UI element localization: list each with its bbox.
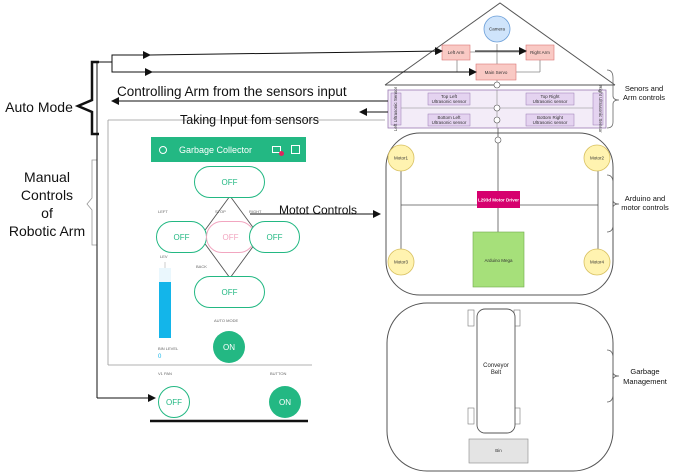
bottom-right-sensor-label-2: Ultrasonic sensor (533, 120, 568, 125)
arduino-section: Motor1 Motor2 Motor3 Motor4 L293d Motor … (385, 128, 614, 296)
motor1-node (387, 144, 415, 172)
top-right-sensor-label-2: Ultrasonic sensor (533, 99, 568, 104)
main-servo-label: Main Servo (485, 70, 508, 75)
taking-input-label: Taking Input fom sensors (180, 113, 319, 127)
left-side-sensor-node (390, 92, 402, 126)
sensors-section: Camera Left Arm Right Arm Main Servo Top… (384, 2, 616, 133)
motor4-label: Motor4 (590, 260, 605, 265)
garbage-section-label-2: Management (623, 377, 668, 386)
right-side-sensor-node (592, 92, 604, 126)
bottom-left-sensor-label-1: Bottom Left (437, 115, 461, 120)
top-right-sensor-label-1: Top Right (540, 94, 560, 99)
manual-controls-brace (86, 159, 97, 246)
device-icon[interactable] (272, 146, 284, 156)
motor-driver-node (477, 191, 520, 208)
right-arm-label: Right Arm (530, 50, 550, 55)
right-side-sensor-label: Right Ultrasonic Sensor (598, 85, 603, 133)
manual-controls-label-3: of (41, 205, 53, 221)
level-label: LEV (160, 254, 168, 259)
conveyor-node (476, 308, 516, 434)
phone-frame (107, 119, 385, 366)
app-title: Garbage Collector (179, 144, 253, 155)
left-label: LEFT (158, 209, 168, 214)
motor-controls-label: Motot Controls (279, 203, 357, 217)
left-arm-label: Left Arm (448, 50, 465, 55)
top-right-sensor-node (525, 92, 575, 106)
bottom-left-sensor-node (427, 113, 471, 127)
v1-toggle[interactable]: OFF (158, 386, 190, 418)
section-braces (606, 69, 620, 403)
garbage-section-label-1: Garbage (630, 367, 659, 376)
manual-controls-label-1: Manual (24, 169, 70, 185)
level-bar-fill (159, 282, 171, 338)
camera-node (483, 15, 511, 43)
arduino-mega-node (472, 231, 525, 288)
garbage-section: Conveyor Belt Bin (386, 302, 614, 472)
bottom-left-sensor-label-2: Ultrasonic sensor (432, 120, 467, 125)
forward-button[interactable]: OFF (194, 166, 265, 198)
controlling-arm-label: Controlling Arm from the sensors input (117, 84, 347, 99)
arduino-section-label-1: Arduino and (625, 194, 665, 203)
motor3-label: Motor3 (394, 260, 409, 265)
bottom-right-sensor-node (525, 113, 575, 127)
top-left-sensor-label-1: Top Left (441, 94, 458, 99)
arduino-section-label-2: motor controls (621, 203, 669, 212)
stop-button[interactable]: OFF (206, 221, 255, 253)
bottom-right-sensor-label-1: Bottom Right (537, 115, 564, 120)
motor3-node (387, 248, 415, 276)
top-left-sensor-node (427, 92, 471, 106)
bin-level-value: 0 (158, 354, 162, 360)
arduino-mega-label: Arduino Mega (484, 258, 513, 263)
auto-mode-toggle[interactable]: ON (213, 331, 245, 363)
bin-node (468, 438, 529, 464)
camera-label: Camera (489, 27, 506, 32)
sensors-section-label-1: Senors and (625, 84, 663, 93)
stop-label: STOP (215, 209, 226, 214)
auto-mode-widget-label: AUTO MODE (214, 318, 239, 323)
left-button[interactable]: OFF (156, 221, 207, 253)
button-widget-label: BUTTON (270, 371, 287, 376)
auto-mode-label: Auto Mode (5, 99, 73, 115)
conveyor-label-1: Conveyor (483, 363, 509, 369)
motor2-label: Motor2 (590, 156, 605, 161)
manual-controls-label-4: Robotic Arm (9, 223, 85, 239)
left-side-sensor-label: Left Ultrasonic Sensor (393, 86, 398, 131)
sensors-section-label-2: Arm controls (623, 93, 665, 102)
back-button[interactable]: OFF (194, 276, 265, 308)
connector-arrows (96, 47, 527, 402)
app-header: Garbage Collector (151, 137, 306, 162)
motor4-node (583, 248, 611, 276)
right-label: RIGHT (249, 209, 262, 214)
button-toggle[interactable]: ON (269, 386, 301, 418)
bin-level-label: BIN LEVEL (158, 346, 179, 351)
manual-controls-label-2: Controls (21, 187, 73, 203)
motor-driver-label: L293d Motor Driver (478, 198, 519, 203)
settings-icon[interactable] (291, 145, 300, 154)
motor2-node (583, 144, 611, 172)
v1-label: V1 PAN (158, 371, 172, 376)
menu-icon[interactable] (159, 145, 167, 154)
back-label: BACK (196, 264, 207, 269)
bin-label: Bin (495, 448, 502, 453)
notification-badge (279, 151, 284, 156)
right-button[interactable]: OFF (249, 221, 300, 253)
top-left-sensor-label-2: Ultrasonic sensor (432, 99, 467, 104)
auto-mode-brace (74, 60, 99, 136)
motor1-label: Motor1 (394, 156, 409, 161)
conveyor-label-2: Belt (491, 370, 502, 376)
